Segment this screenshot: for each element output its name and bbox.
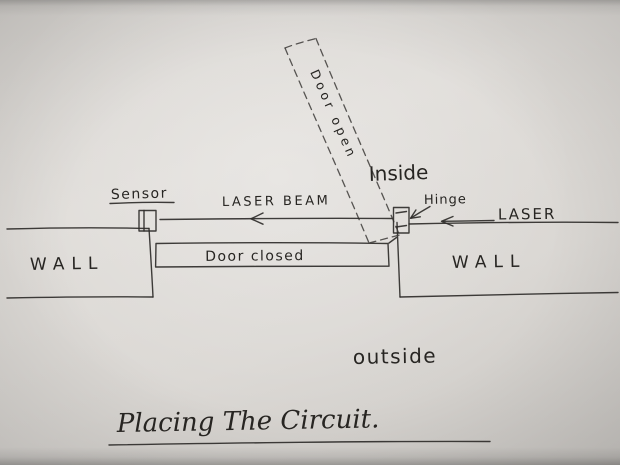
hinge-tick-top <box>395 210 408 214</box>
sensor-label-underline <box>109 201 175 205</box>
sensor-box <box>138 209 157 232</box>
left-wall-right-edge <box>148 227 154 298</box>
laser-label: LASER <box>498 205 557 224</box>
door-closed: Door closed <box>154 242 390 268</box>
right-wall-bottom-edge <box>399 291 619 298</box>
door-open-right-edge <box>315 37 401 236</box>
laser-arrow-line <box>442 219 495 222</box>
hinge-tick-bottom <box>395 224 408 228</box>
laser-beam-label: LASER BEAM <box>222 193 331 210</box>
sensor-label: Sensor <box>111 186 168 203</box>
page-title: Placing The Circuit. <box>116 404 380 439</box>
laser-beam-arrowhead <box>250 212 264 225</box>
laser-beam-line <box>159 217 393 221</box>
hinge-label: Hinge <box>424 192 467 208</box>
door-open-top-edge <box>284 37 317 49</box>
laser-beam: LASER BEAM <box>159 193 393 225</box>
hinge-laser-device: Hinge <box>388 192 467 244</box>
door-hinge-connector <box>388 236 398 244</box>
left-wall-label: WALL <box>30 254 105 275</box>
laser-arrowhead <box>440 215 454 227</box>
door-open-bottom-edge <box>368 234 401 244</box>
inside-label: Inside <box>368 160 428 186</box>
left-wall-top-edge <box>6 227 150 230</box>
door-closed-outline <box>154 242 390 268</box>
title-block: Placing The Circuit. <box>108 404 491 446</box>
title-underline <box>108 440 491 446</box>
right-wall-top-edge <box>408 221 619 225</box>
right-wall-label: WALL <box>452 252 527 273</box>
right-wall: WALL <box>396 221 619 298</box>
laser-callout: LASER <box>440 205 557 227</box>
door-open-left-edge <box>284 47 370 244</box>
hinge-arrowhead <box>409 209 421 219</box>
left-wall: WALL <box>6 227 154 299</box>
laser-device-box <box>392 206 410 234</box>
door-open <box>284 37 401 244</box>
outside-label: outside <box>353 344 438 369</box>
sensor: Sensor <box>109 186 175 232</box>
hinge-arrow-line <box>410 205 431 219</box>
door-open-label: Door open <box>307 67 360 161</box>
left-wall-bottom-edge <box>6 296 154 299</box>
door-closed-label: Door closed <box>205 248 305 265</box>
